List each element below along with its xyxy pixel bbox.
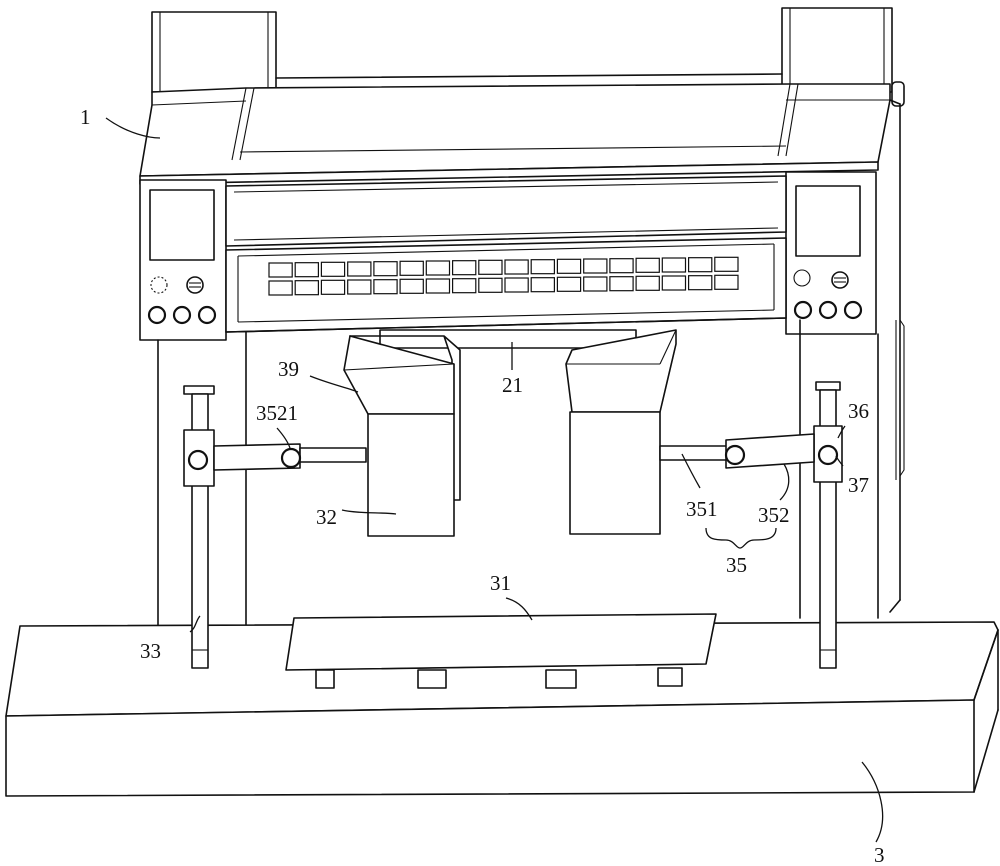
panel-key [504, 259, 529, 275]
label-platform: 31 [490, 571, 511, 595]
panel-key [320, 279, 346, 295]
right-feed-unit [565, 329, 677, 535]
panel-key [399, 278, 424, 294]
panel-key [714, 256, 739, 272]
panel-key [583, 276, 608, 292]
part-labels: 1 21 39 3521 32 33 31 36 37 351 352 35 3 [80, 105, 885, 866]
panel-key [320, 261, 346, 277]
panel-key [452, 260, 477, 276]
left-arm [213, 443, 367, 471]
label-post: 33 [140, 639, 161, 663]
label-frame: 1 [80, 105, 91, 129]
right-arm [659, 433, 815, 469]
panel-key [530, 277, 556, 293]
label-hopper: 39 [278, 357, 299, 381]
panel-key [609, 258, 634, 274]
label-base: 3 [874, 843, 885, 866]
panel-key [478, 277, 503, 293]
panel-key [373, 261, 398, 277]
label-sleeve: 36 [848, 399, 869, 423]
panel-key [399, 260, 424, 276]
machine-frame [139, 7, 905, 627]
panel-key [478, 259, 503, 275]
panel-key [714, 274, 739, 290]
panel-key [609, 276, 634, 292]
label-screw: 37 [848, 473, 869, 497]
panel-key [687, 257, 713, 273]
panel-key [268, 262, 293, 278]
label-block: 32 [316, 505, 337, 529]
key-grid [268, 256, 739, 296]
panel-key [347, 261, 372, 277]
base-block [5, 621, 999, 797]
panel-key [583, 258, 608, 274]
panel-key [452, 278, 477, 294]
panel-key [635, 275, 660, 291]
panel-key [661, 275, 687, 291]
panel-key [373, 279, 398, 295]
panel-key [661, 257, 687, 273]
panel-key [556, 276, 582, 292]
label-arm-group: 35 [726, 553, 747, 577]
panel-key [425, 260, 451, 276]
label-arm-inner: 351 [686, 497, 718, 521]
leader-lines [105, 117, 884, 843]
panel-key [556, 258, 582, 274]
panel-key [635, 257, 660, 273]
panel-key [294, 262, 320, 278]
label-arm-outer: 352 [758, 503, 790, 527]
panel-key [268, 280, 293, 296]
platform [285, 613, 717, 689]
panel-key [294, 280, 320, 296]
panel-key [504, 277, 529, 293]
panel-key [425, 278, 451, 294]
left-feed-unit [343, 335, 461, 537]
label-arm-knob: 3521 [256, 401, 298, 425]
panel-key [530, 259, 556, 275]
panel-key [347, 279, 372, 295]
right-post [813, 381, 843, 669]
panel-key [687, 275, 713, 291]
label-shelf: 21 [502, 373, 523, 397]
